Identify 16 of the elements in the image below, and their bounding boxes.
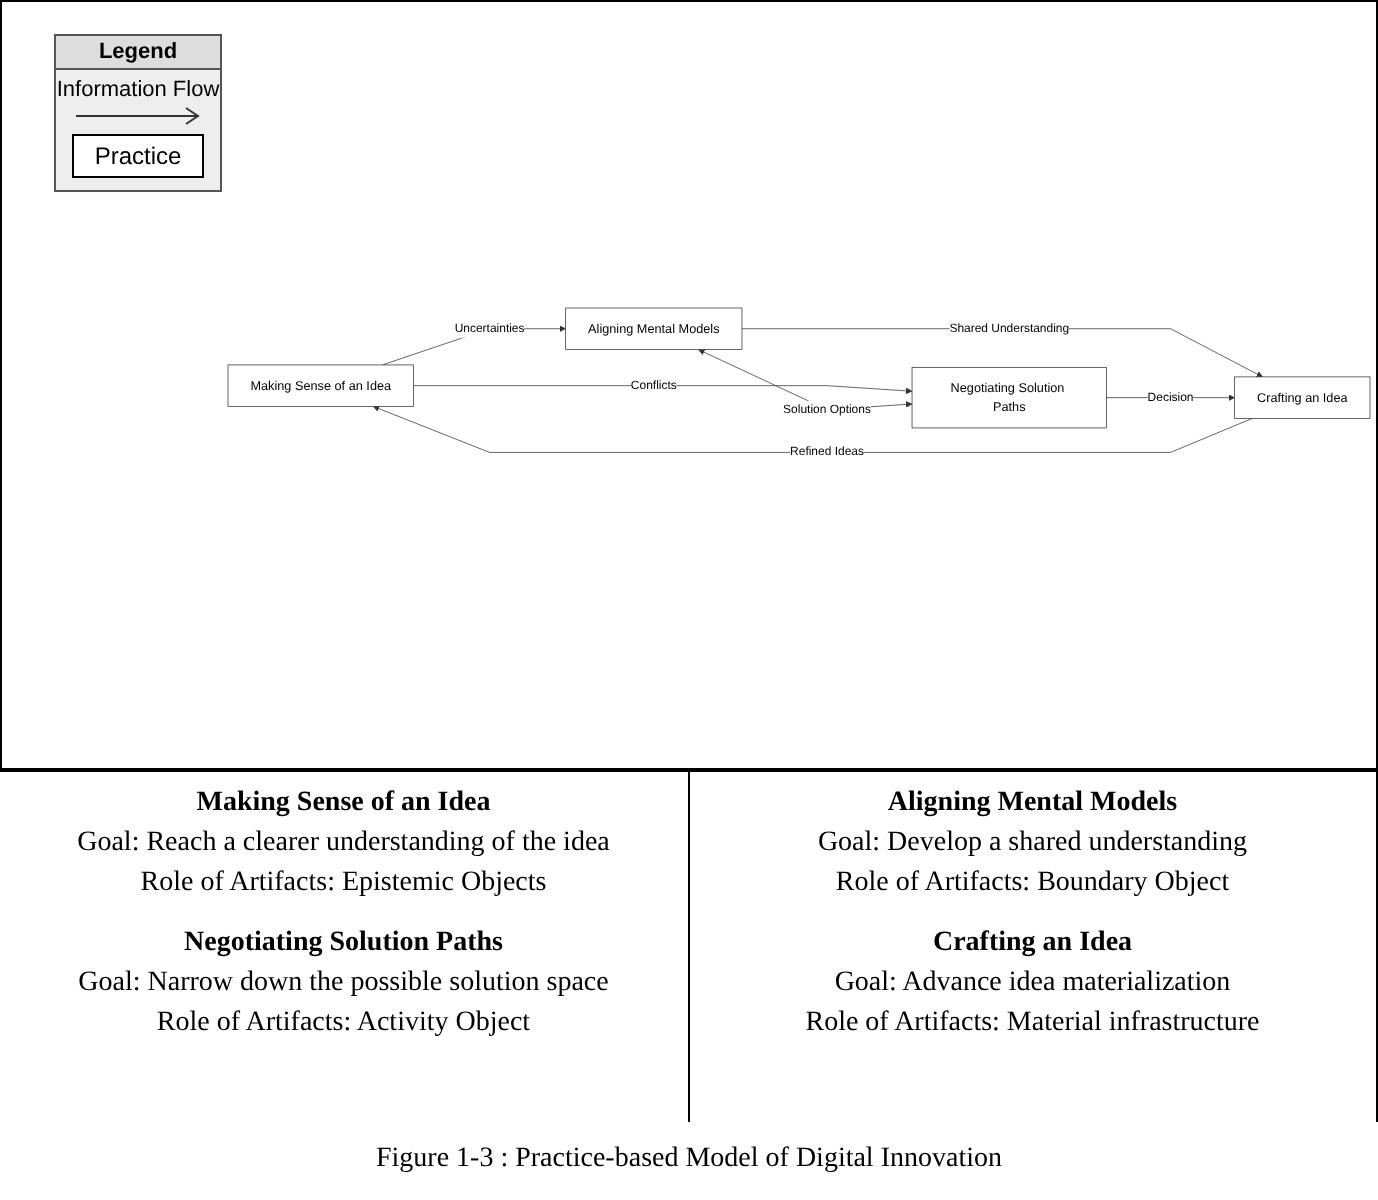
practice-description: Role of Artifacts: Material infrastructure	[803, 1006, 1262, 1042]
practice-description: Role of Artifacts: Epistemic Objects	[138, 866, 549, 902]
practice-heading: Crafting an Idea	[930, 926, 1135, 962]
legend-title: Legend	[56, 36, 220, 70]
practice-heading: Aligning Mental Models	[885, 786, 1180, 822]
practice-heading: Negotiating Solution Paths	[182, 926, 505, 962]
legend-practice-box: Practice	[72, 134, 204, 178]
legend-text: Information Flow	[56, 78, 220, 102]
practice-description: Role of Artifacts: Boundary Object	[833, 866, 1232, 902]
figure-caption: Figure 1-3 : Practice-based Model of Digital Innovation	[374, 1144, 1004, 1176]
practice-description: Goal: Advance idea materialization	[832, 966, 1233, 1002]
practice-description: Role of Artifacts: Activity Object	[154, 1006, 533, 1042]
practice-heading: Making Sense of an Idea	[194, 786, 493, 822]
practice-description: Goal: Narrow down the possible solution space	[76, 966, 611, 1002]
practice-description: Goal: Reach a clearer understanding of the idea	[75, 826, 612, 862]
practice-description: Goal: Develop a shared understanding	[815, 826, 1250, 862]
